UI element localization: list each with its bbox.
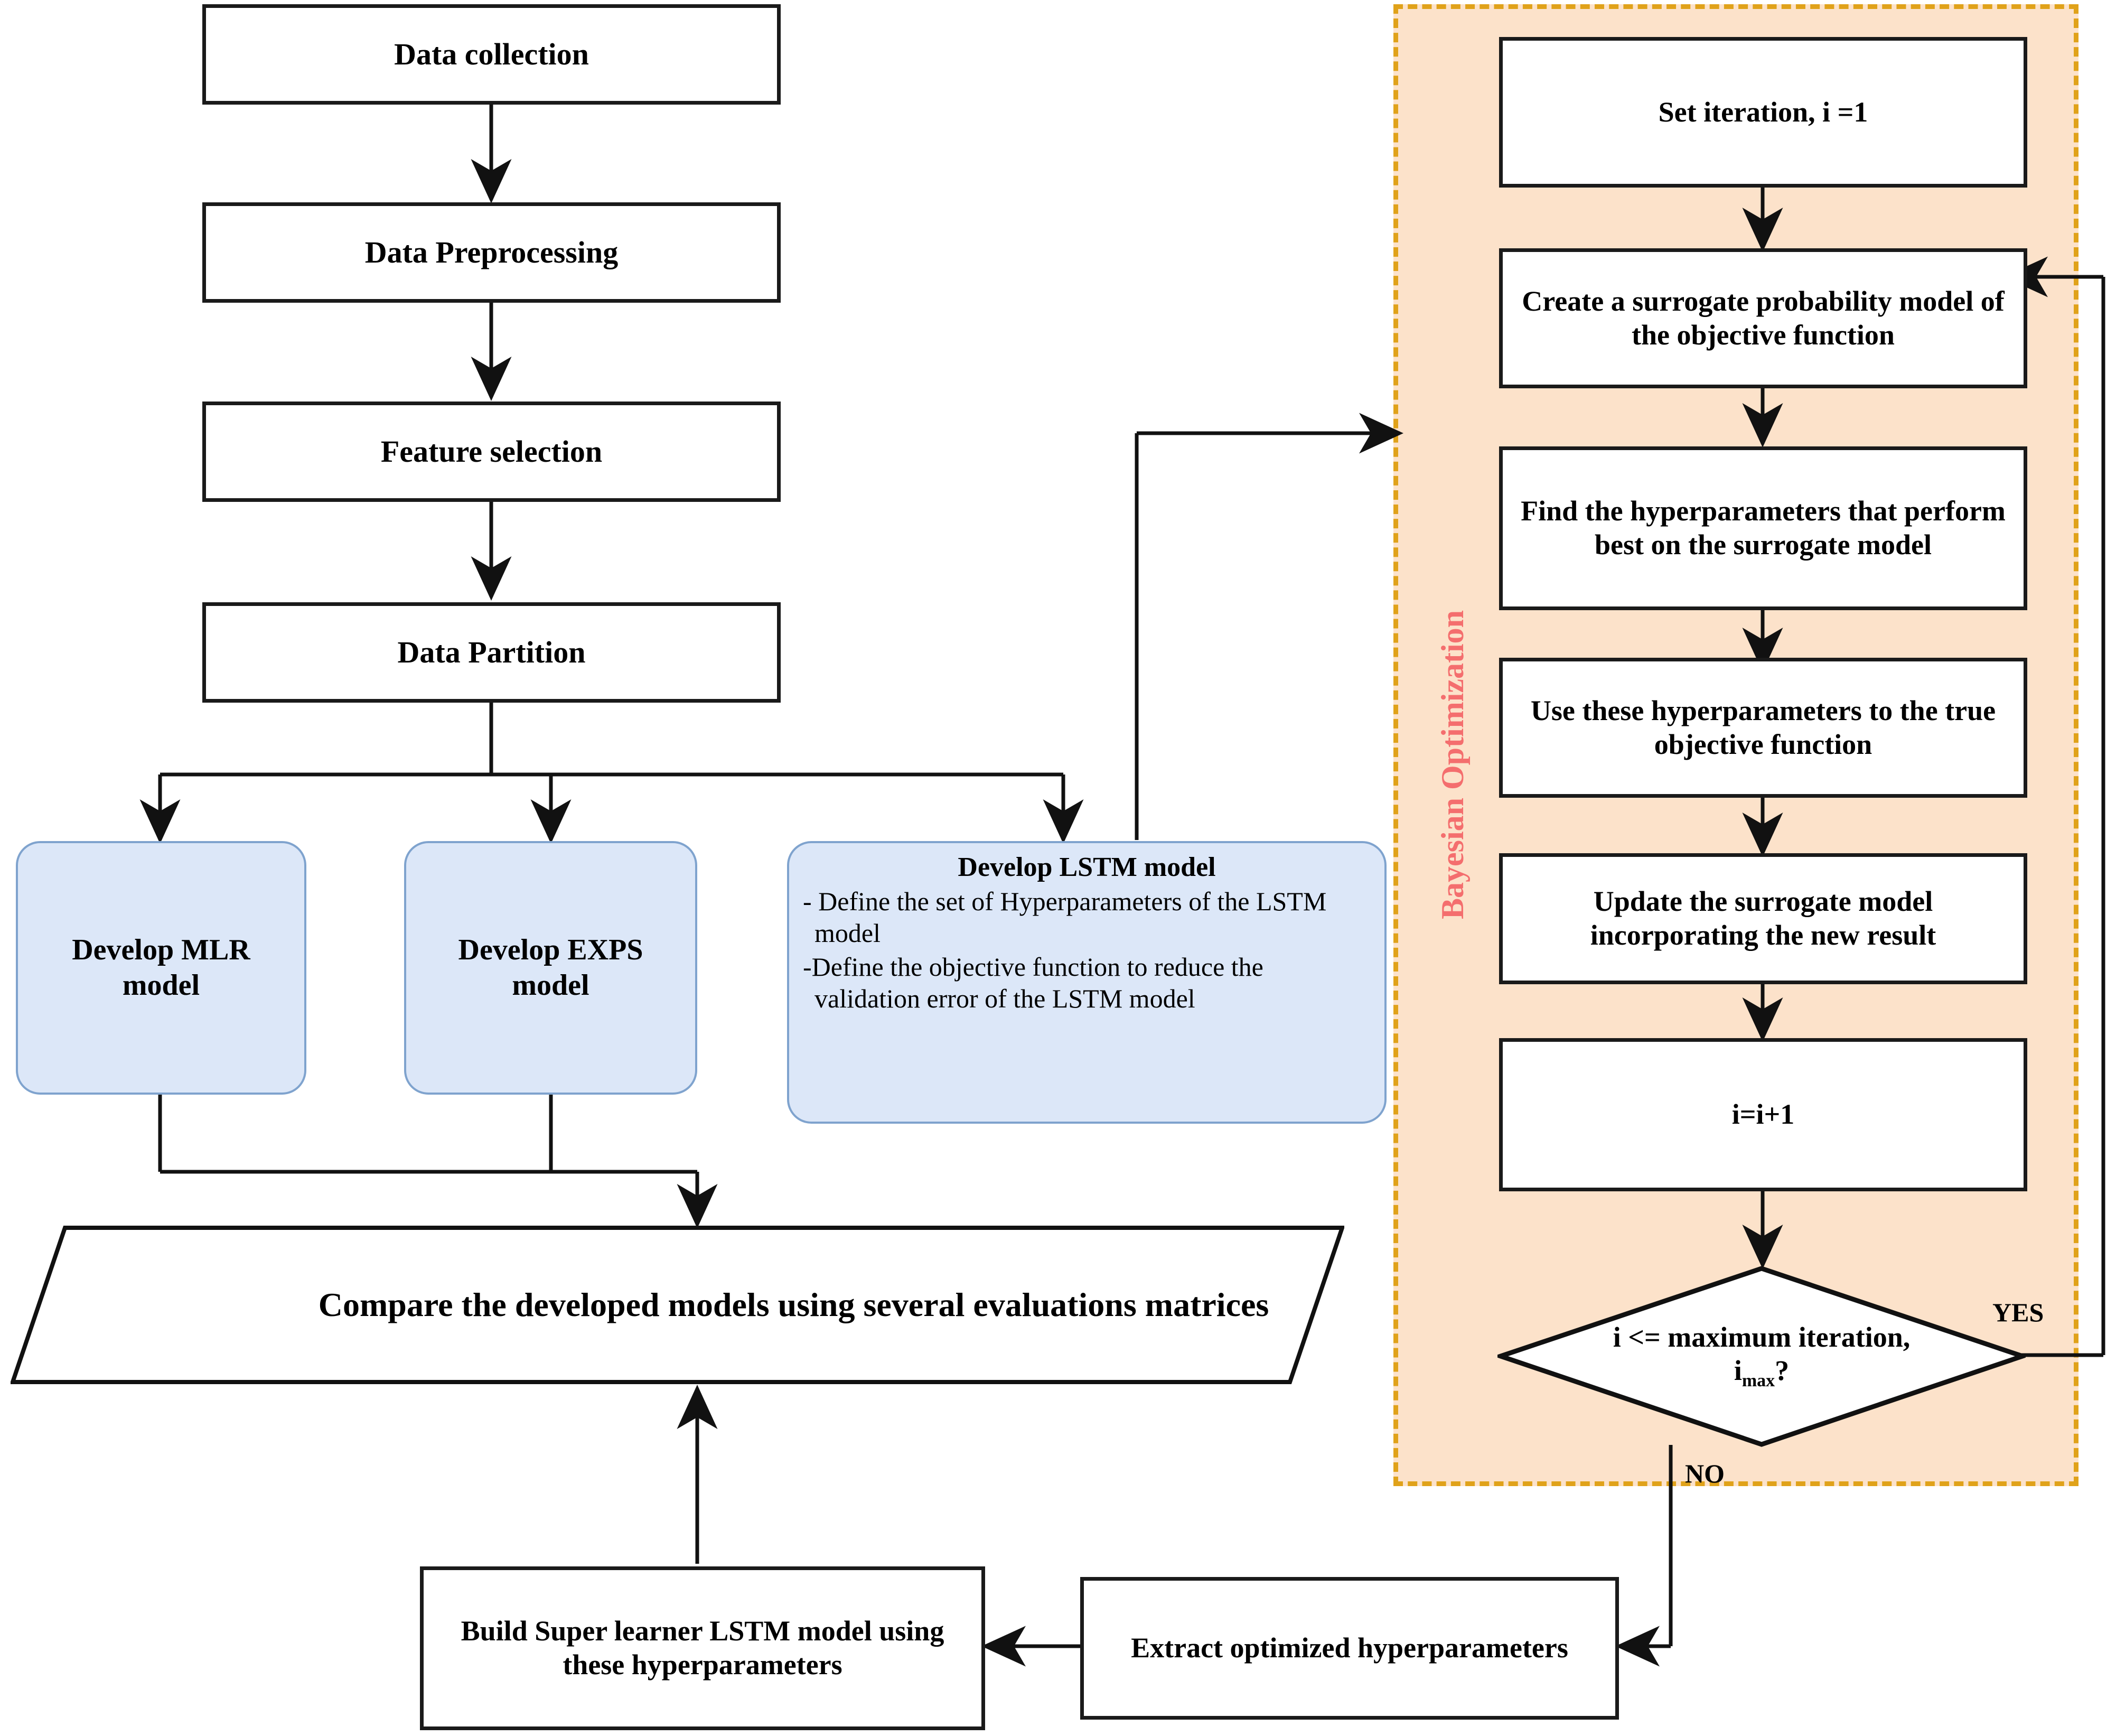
lstm-bullet-2: -Define the objective function to reduce… — [803, 951, 1263, 1013]
decision-subscript: max — [1742, 1371, 1775, 1390]
node-data-partition[interactable]: Data Partition — [202, 602, 781, 703]
node-label: Update the surrogate model incorporating… — [1590, 885, 1936, 951]
node-feature-selection[interactable]: Feature selection — [202, 402, 781, 502]
node-label: Create a surrogate probability model of … — [1522, 285, 2005, 351]
edge-label-yes: YES — [1992, 1298, 2044, 1327]
decision-var: i — [1734, 1355, 1742, 1387]
node-data-preprocessing[interactable]: Data Preprocessing — [202, 202, 781, 303]
node-increment-iteration[interactable]: i=i+1 — [1499, 1038, 2027, 1191]
diamond-shape — [1493, 1266, 2030, 1447]
node-label: Find the hyperparameters that perform be… — [1521, 495, 2006, 561]
node-label: Develop MLR model — [72, 933, 250, 1002]
node-label: Data Preprocessing — [364, 235, 619, 269]
node-develop-mlr-model[interactable]: Develop MLR model — [16, 841, 306, 1095]
edge-label-no: NO — [1685, 1459, 1725, 1488]
node-develop-exps-model[interactable]: Develop EXPS model — [404, 841, 697, 1095]
lstm-title: Develop LSTM model — [958, 852, 1216, 882]
decision-question-mark: ? — [1775, 1355, 1790, 1387]
node-create-surrogate-model[interactable]: Create a surrogate probability model of … — [1499, 248, 2027, 388]
node-label: i=i+1 — [1731, 1098, 1795, 1131]
bayesian-optimization-label: Bayesian Optimization — [1435, 610, 1470, 919]
node-label: Use these hyperparameters to the true ob… — [1530, 694, 1996, 760]
node-compare-models[interactable]: Compare the developed models using sever… — [10, 1226, 1345, 1384]
node-label: Develop EXPS model — [458, 933, 643, 1002]
node-label: Extract optimized hyperparameters — [1131, 1632, 1568, 1664]
decision-line-1: i <= maximum iteration, — [1613, 1321, 1911, 1354]
node-max-iteration-decision[interactable]: i <= maximum iteration, imax? — [1493, 1265, 2030, 1448]
node-update-surrogate-model[interactable]: Update the surrogate model incorporating… — [1499, 853, 2027, 984]
node-label: Data collection — [394, 36, 589, 71]
node-label: Set iteration, i =1 — [1658, 96, 1868, 128]
node-extract-optimized-hyperparameters[interactable]: Extract optimized hyperparameters — [1080, 1577, 1619, 1720]
decision-line-2: imax? — [1734, 1354, 1789, 1392]
node-label: Build Super learner LSTM model using the… — [461, 1615, 944, 1681]
node-build-super-learner[interactable]: Build Super learner LSTM model using the… — [420, 1566, 985, 1730]
lstm-bullet-1: - Define the set of Hyperparameters of t… — [803, 886, 1327, 948]
node-set-iteration[interactable]: Set iteration, i =1 — [1499, 37, 2027, 188]
node-find-hyperparameters[interactable]: Find the hyperparameters that perform be… — [1499, 446, 2027, 610]
node-label: Data Partition — [397, 634, 586, 669]
parallelogram-shape — [10, 1226, 1345, 1384]
node-use-hyperparameters[interactable]: Use these hyperparameters to the true ob… — [1499, 658, 2027, 798]
node-label: Compare the developed models using sever… — [318, 1286, 1269, 1324]
node-develop-lstm-model[interactable]: Develop LSTM model - Define the set of H… — [787, 841, 1387, 1124]
node-data-collection[interactable]: Data collection — [202, 4, 781, 105]
node-label: Feature selection — [380, 434, 603, 469]
